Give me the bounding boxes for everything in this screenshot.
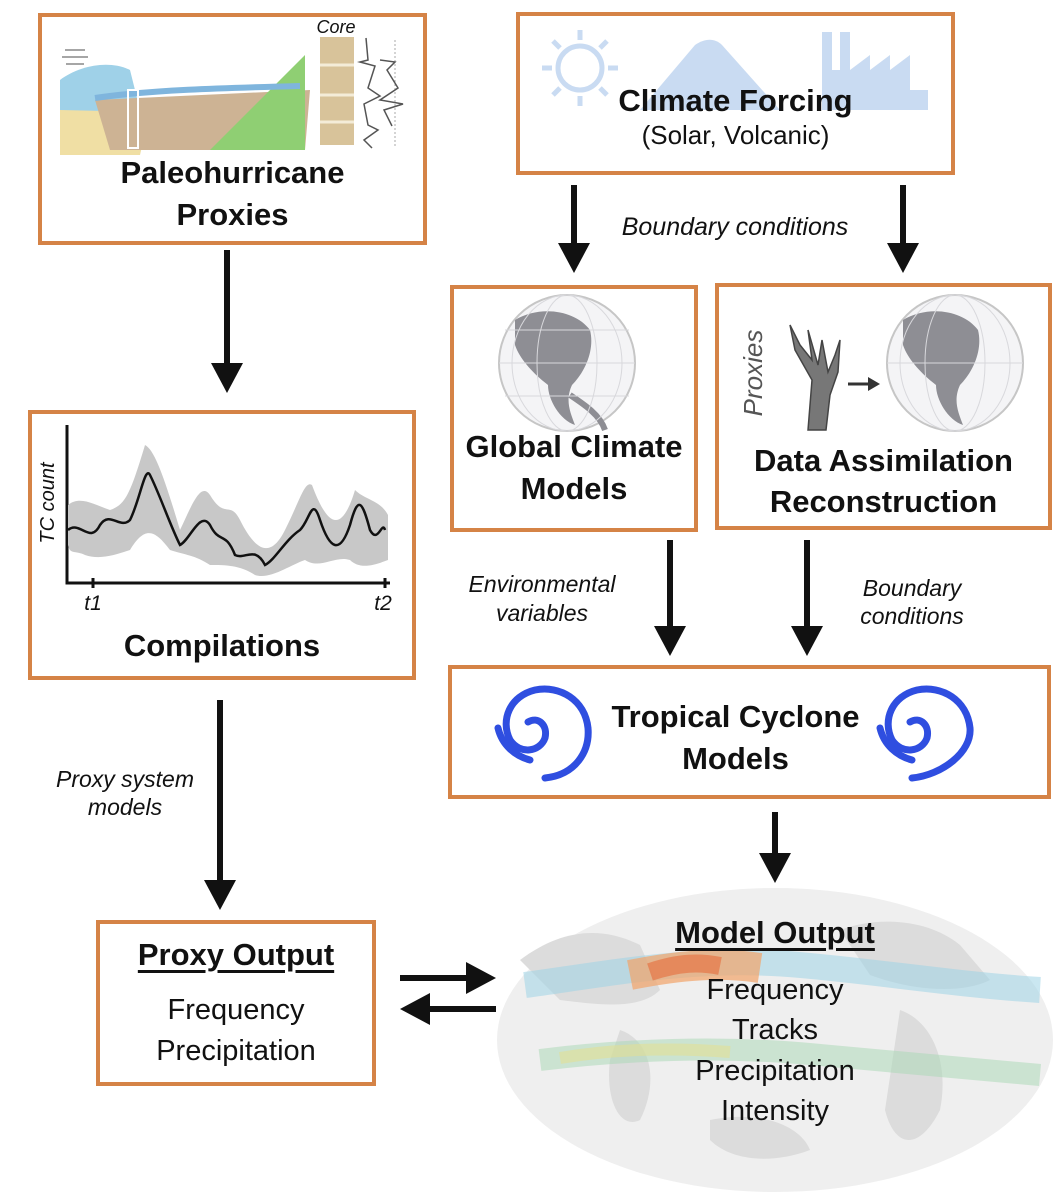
proxy-output-title: Proxy Output: [137, 937, 335, 972]
arrow-proxy-to-model: [400, 962, 496, 994]
paleo-title-line2: Proxies: [176, 197, 289, 232]
x-label-t2: t2: [374, 592, 392, 615]
cyclone-icon-left: [494, 685, 592, 782]
compilations-box: [28, 410, 416, 680]
core-label: Core: [316, 17, 356, 37]
gcm-title-line2: Models: [520, 471, 628, 506]
arrow-da-to-tc: [791, 540, 823, 656]
arrow-gcm-to-tc: [654, 540, 686, 656]
proxies-vertical-label: Proxies: [738, 329, 768, 417]
tc-count-ylabel: TC count: [37, 462, 59, 544]
climate-forcing-box: [516, 12, 955, 175]
world-map-background: [497, 888, 1053, 1192]
da-title-line1: Data Assimilation: [754, 443, 1013, 478]
globe-icon-gcm: [498, 294, 636, 432]
proxy-output-box: [96, 920, 376, 1086]
arrow-paleo-to-compilations: [211, 250, 243, 393]
sediment-landscape-icon: [60, 37, 404, 155]
global-climate-models-box: [450, 285, 698, 532]
compilations-title: Compilations: [123, 628, 321, 663]
x-label-t1: t1: [84, 592, 102, 615]
paleohurricane-proxies-box: [38, 13, 427, 245]
tc-title-line2: Models: [682, 741, 789, 776]
model-output-item-frequency: Frequency: [706, 974, 844, 1006]
boundary-conditions-top-label: Boundary conditions: [621, 213, 849, 241]
model-output-item-intensity: Intensity: [721, 1095, 829, 1127]
model-output-title: Model Output: [675, 915, 875, 950]
boundary-right-label-line2: conditions: [860, 603, 964, 629]
arrow-forcing-to-gcm: [558, 185, 590, 273]
model-output-item-tracks: Tracks: [732, 1014, 818, 1046]
model-output-item-precipitation: Precipitation: [695, 1055, 855, 1087]
arrow-forcing-to-da: [887, 185, 919, 273]
paleo-title-line1: Paleohurricane: [120, 155, 345, 190]
tropical-cyclone-models-box: [448, 665, 1051, 799]
data-assimilation-box: [715, 283, 1052, 530]
forcing-background-icons: [542, 30, 928, 110]
proxy-system-label-line1: Proxy system: [55, 766, 195, 792]
tc-title-line1: Tropical Cyclone: [611, 699, 860, 734]
coral-to-globe-icon: [789, 294, 1024, 432]
forcing-subtitle: (Solar, Volcanic): [641, 120, 830, 150]
cyclone-icon-right: [876, 685, 974, 782]
boundary-right-label-line1: Boundary: [862, 575, 962, 601]
proxy-output-item-frequency: Frequency: [167, 994, 305, 1026]
arrows: [204, 185, 919, 1025]
proxy-system-label-line2: models: [87, 794, 163, 820]
arrow-tc-to-model-output: [759, 812, 791, 883]
forcing-title: Climate Forcing: [618, 83, 853, 118]
arrow-compilations-to-proxy-output: [204, 700, 236, 910]
environmental-label-line2: variables: [495, 600, 589, 626]
tc-count-line: [67, 472, 387, 567]
proxy-output-item-precipitation: Precipitation: [156, 1035, 316, 1067]
arrow-model-to-proxy: [400, 993, 496, 1025]
gcm-title-line1: Global Climate: [465, 429, 683, 464]
tc-uncertainty-band: [68, 445, 388, 577]
da-title-line2: Reconstruction: [769, 484, 998, 519]
tc-count-chart: [65, 425, 390, 588]
environmental-label-line1: Environmental: [468, 571, 616, 597]
